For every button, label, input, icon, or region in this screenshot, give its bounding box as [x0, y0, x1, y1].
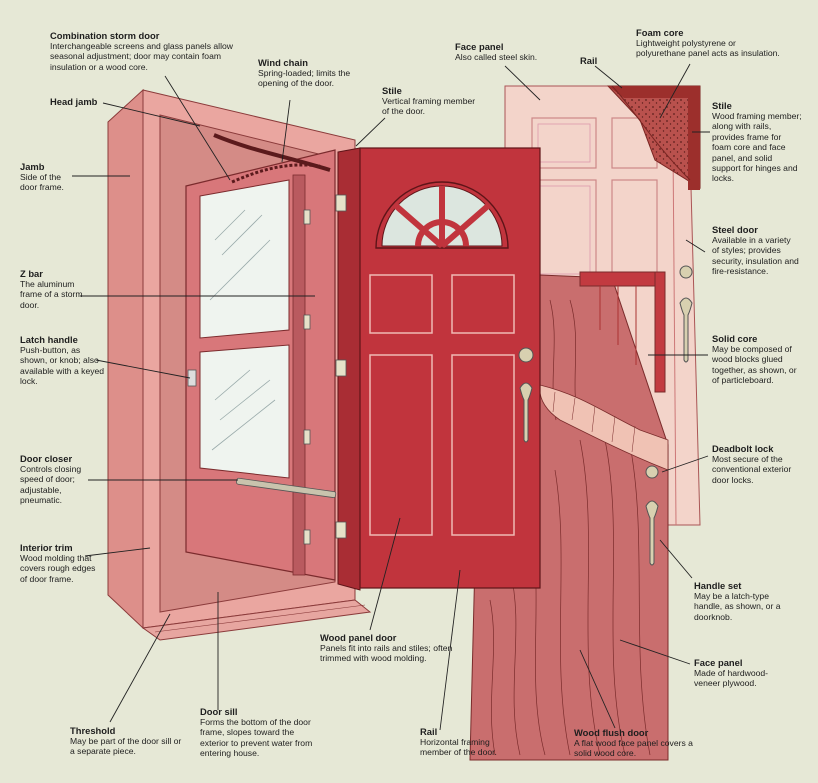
foam-core	[606, 85, 701, 190]
wind-chain	[213, 133, 331, 184]
leader-lines	[72, 63, 710, 731]
flush-door-lockset	[645, 465, 659, 566]
steel-door-lockset	[679, 265, 693, 363]
storm-door	[185, 149, 337, 581]
label-head-jamb: Head jamb	[50, 96, 98, 107]
wood-panel-door	[335, 147, 541, 591]
label-rail-top: Rail	[580, 55, 598, 66]
